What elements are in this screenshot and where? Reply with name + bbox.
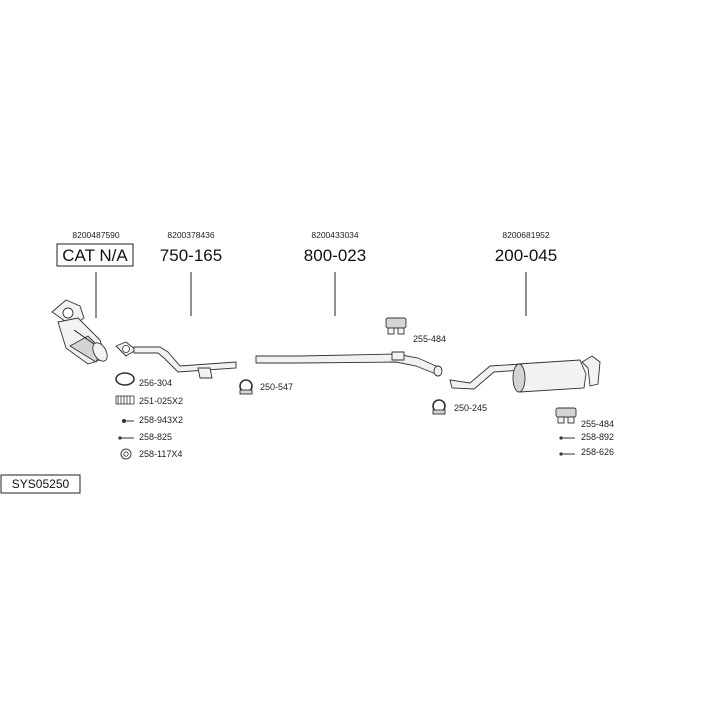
front-pipe-drawing <box>115 341 237 379</box>
rubber-hanger-icon <box>385 317 407 335</box>
accessory-label-bolt-rear: 258-626 <box>581 447 614 457</box>
cat-label-box <box>56 243 134 267</box>
accessory-label-stud: 258-825 <box>139 432 172 442</box>
oem-code-rear-silencer: 8200681952 <box>502 230 550 240</box>
accessory-label-gasket: 256-304 <box>139 378 172 388</box>
accessory-label-bolt: 258-943X2 <box>139 415 183 425</box>
centre-pipe-drawing <box>255 351 443 377</box>
oem-code-catalyst: 8200487590 <box>72 230 120 240</box>
catalytic-converter-drawing <box>51 299 108 365</box>
part-number-rear-silencer: 200-045 <box>495 246 557 265</box>
part-number-catalyst: CAT N/A <box>62 246 128 265</box>
rear-silencer-drawing <box>449 355 601 393</box>
accessory-label-stud-rear: 258-892 <box>581 432 614 442</box>
stud-icon <box>559 452 575 456</box>
nut-icon <box>120 448 132 460</box>
accessory-label-spring: 251-025X2 <box>139 396 183 406</box>
pipe-clamp-icon <box>432 399 446 415</box>
part-number-centre-pipe: 800-023 <box>304 246 366 265</box>
stud-icon <box>118 436 134 440</box>
clamp-label-front: 250-547 <box>260 382 293 392</box>
part-number-front-pipe: 750-165 <box>160 246 222 265</box>
bolt-icon <box>122 419 134 423</box>
system-id-box <box>0 474 81 494</box>
stud-icon <box>559 436 575 440</box>
oem-code-centre-pipe: 8200433034 <box>311 230 359 240</box>
accessory-label-nut: 258-117X4 <box>139 449 182 459</box>
pipe-clamp-icon <box>239 379 253 395</box>
gasket-icon <box>115 372 135 386</box>
hanger-label-rear: 255-484 <box>581 419 614 429</box>
system-id: SYS05250 <box>12 477 70 491</box>
clamp-label-rear: 250-245 <box>454 403 487 413</box>
rubber-hanger-icon <box>555 407 577 424</box>
oem-code-front-pipe: 8200378436 <box>167 230 215 240</box>
hanger-label-centre: 255-484 <box>413 334 446 344</box>
spring-icon <box>115 395 135 405</box>
